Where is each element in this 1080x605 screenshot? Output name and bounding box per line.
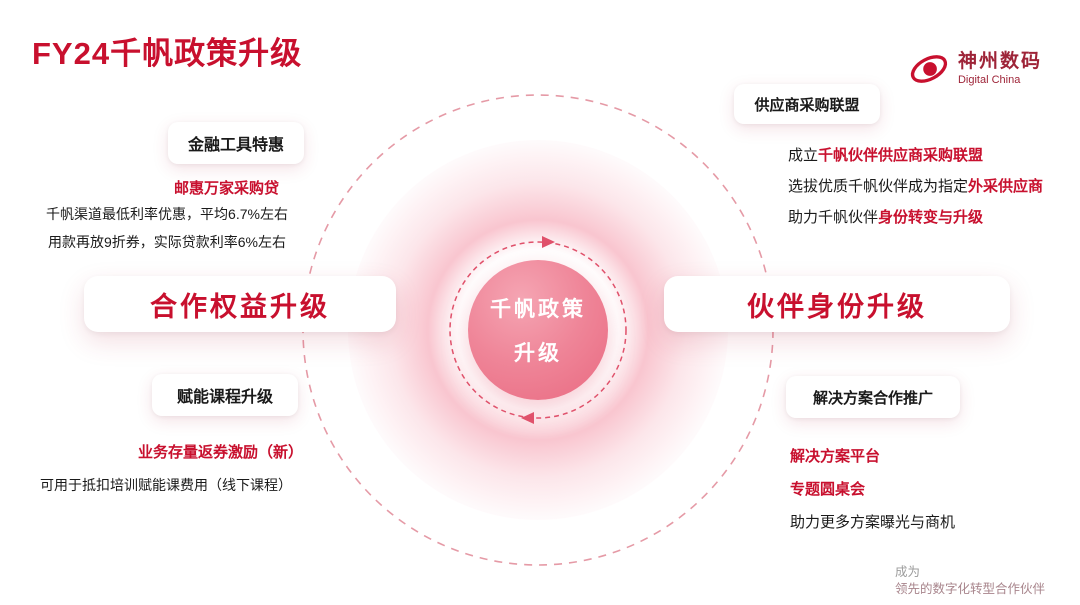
supplier-line1-prefix: 成立 — [788, 147, 819, 164]
card-course-label: 赋能课程升级 — [176, 389, 273, 406]
logo-name-en: Digital China — [957, 73, 1021, 86]
card-supplier-label: 供应商采购联盟 — [754, 96, 860, 114]
course-highlight: 业务存量返券激励（新） — [138, 444, 304, 461]
supplier-line-3: 助力千帆伙伴身份转变与升级 — [788, 202, 1043, 233]
footer-line-2: 领先的数字化转型合作伙伴 — [895, 582, 1046, 596]
supplier-line2-prefix: 选拔优质千帆伙伴成为指定 — [788, 178, 969, 195]
cycle-arrow-bottom-icon — [521, 412, 534, 424]
supplier-line3-prefix: 助力千帆伙伴 — [788, 209, 879, 226]
page-title: FY24千帆政策升级 — [32, 36, 303, 71]
cycle-arrow-top-icon — [542, 236, 555, 248]
card-supplier-alliance: 供应商采购联盟 — [734, 84, 880, 124]
supplier-line-1: 成立千帆伙伴供应商采购联盟 — [788, 140, 1043, 171]
logo-text: 神州数码 Digital China — [958, 51, 1042, 87]
supplier-details: 成立千帆伙伴供应商采购联盟 选拔优质千帆伙伴成为指定外采供应商 助力千帆伙伴身份… — [788, 140, 1043, 233]
card-finance-tools: 金融工具特惠 — [168, 122, 304, 164]
digital-china-logo-icon — [910, 55, 948, 83]
supplier-line1-highlight: 千帆伙伴供应商采购联盟 — [818, 147, 984, 164]
supplier-line-2: 选拔优质千帆伙伴成为指定外采供应商 — [788, 171, 1043, 202]
solution-highlight-2: 专题圆桌会 — [790, 481, 866, 498]
finance-details: 千帆渠道最低利率优惠，平均6.7%左右 用款再放9折券，实际贷款利率6%左右 — [34, 200, 300, 256]
card-enablement-courses: 赋能课程升级 — [152, 374, 298, 416]
card-cooperation-rights-label: 合作权益升级 — [150, 291, 330, 322]
card-partner-identity-label: 伙伴身份升级 — [747, 291, 927, 322]
course-detail-1: 可用于抵扣培训赋能课费用（线下课程） — [40, 477, 292, 493]
card-cooperation-rights-upgrade: 合作权益升级 — [84, 276, 396, 332]
inner-cycle-ring — [449, 236, 627, 424]
finance-detail-2: 用款再放9折券，实际贷款利率6%左右 — [47, 234, 287, 250]
finance-detail-1: 千帆渠道最低利率优惠，平均6.7%左右 — [46, 206, 288, 222]
digital-china-logo: 神州数码 Digital China — [908, 48, 1042, 90]
footer-slogan: 成为 领先的数字化转型合作伙伴 — [895, 564, 1045, 598]
supplier-line2-highlight: 外采供应商 — [968, 178, 1044, 195]
solution-details: 解决方案平台 专题圆桌会 助力更多方案曝光与商机 — [790, 440, 955, 539]
card-partner-identity-upgrade: 伙伴身份升级 — [664, 276, 1010, 332]
finance-highlight: 邮惠万家采购贷 — [174, 180, 280, 197]
core-line1: 千帆政策 — [490, 298, 586, 321]
card-solution-promotion: 解决方案合作推广 — [786, 376, 960, 418]
solution-detail-1: 助力更多方案曝光与商机 — [790, 514, 956, 531]
card-finance-label: 金融工具特惠 — [187, 137, 284, 154]
center-core-circle: 千帆政策 升级 — [468, 260, 608, 400]
footer-line-1: 成为 — [895, 565, 921, 579]
logo-name-cn: 神州数码 — [957, 51, 1042, 72]
supplier-line3-highlight: 身份转变与升级 — [878, 209, 984, 226]
card-solution-label: 解决方案合作推广 — [812, 389, 933, 407]
solution-highlight-1: 解决方案平台 — [790, 448, 881, 465]
core-line2: 升级 — [514, 342, 562, 365]
